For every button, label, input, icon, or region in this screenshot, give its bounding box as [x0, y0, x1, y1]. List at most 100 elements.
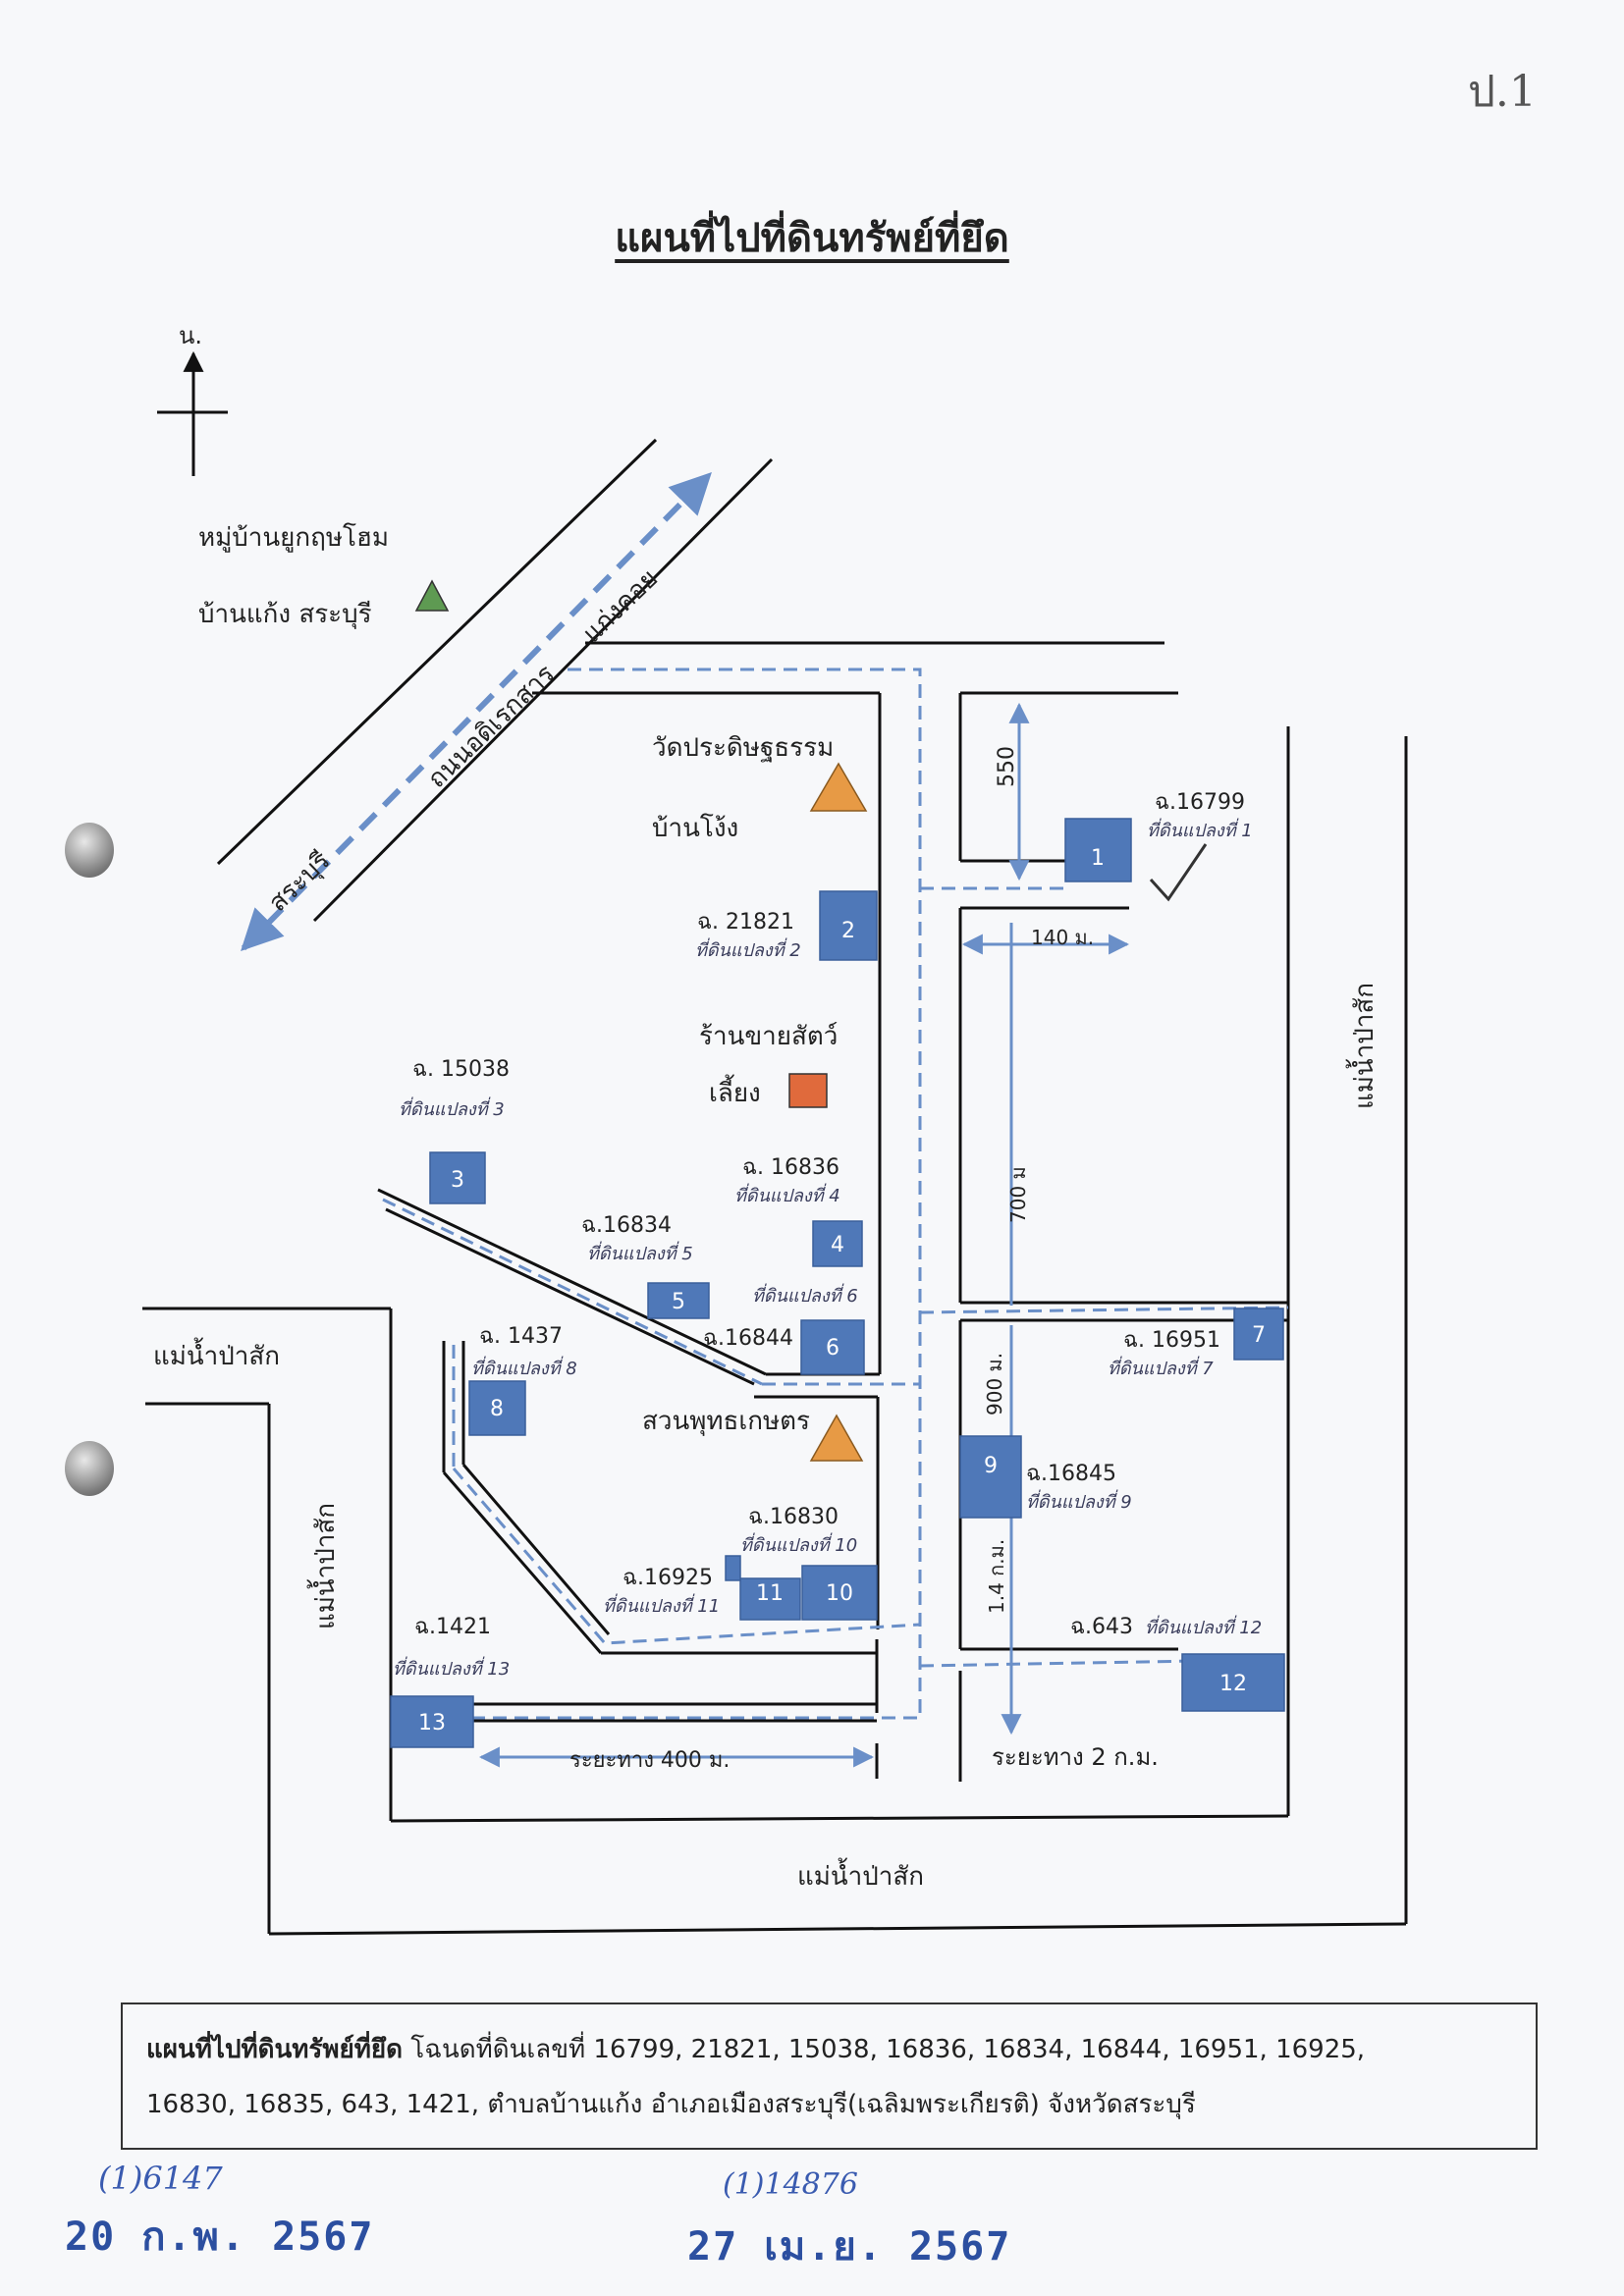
parcel-5-number: 5	[672, 1290, 685, 1314]
village-name: หมู่บ้านยูกฤษโฮม	[198, 522, 389, 553]
parcel-4-box	[812, 1220, 863, 1267]
page-title: แผนที่ไปที่ดินทรัพย์ที่ยึด	[615, 216, 1009, 261]
village-district: บ้านแก้ง สระบุรี	[198, 600, 372, 629]
road-lines	[142, 641, 1408, 1936]
measurement-arrows	[478, 702, 1130, 1768]
parcel-11-deed: ฉ.16925	[623, 1566, 713, 1590]
access-routes	[382, 667, 1289, 1720]
road-name-label: ถนนอดิเรกสาร	[422, 660, 561, 794]
river-label-left-vertical: แม่น้ำป่าสัก	[306, 1503, 341, 1629]
parcel-6-deed: ฉ.16844	[703, 1326, 793, 1351]
distance-550: 550	[995, 746, 1019, 787]
parcel-9-deed: ฉ.16845	[1026, 1462, 1116, 1486]
parcel-1-number: 1	[1091, 846, 1105, 871]
parcel-11-number: 11	[756, 1581, 784, 1606]
river-label-right: แม่น้ำป่าสัก	[1345, 983, 1380, 1109]
parcel-4-number: 4	[831, 1233, 844, 1257]
parcel-12-plot: ที่ดินแปลงที่ 12	[1145, 1615, 1262, 1638]
parcel-11-tab	[725, 1555, 741, 1581]
pet-shop-landmark-icon	[788, 1073, 828, 1108]
parcel-11-plot: ที่ดินแปลงที่ 11	[603, 1593, 720, 1617]
check-mark-icon	[1149, 843, 1208, 902]
parcel-3-deed: ฉ. 15038	[412, 1057, 510, 1082]
date-stamp-1: 20 ก.พ. 2567	[65, 2215, 375, 2260]
parcel-13-number: 13	[418, 1711, 446, 1735]
parcel-3-number: 3	[451, 1168, 464, 1193]
parcel-7-deed: ฉ. 16951	[1123, 1328, 1220, 1353]
river-label-bottom: แม่น้ำป่าสัก	[797, 1857, 924, 1892]
parcel-markers	[390, 818, 1285, 1748]
parcel-9-box	[959, 1435, 1022, 1519]
parcel-3-box	[429, 1151, 486, 1204]
parcel-13-deed: ฉ.1421	[414, 1615, 491, 1639]
pet-shop-label-line1: ร้านขายสัตว์	[699, 1022, 838, 1051]
parcel-9-plot: ที่ดินแปลงที่ 9	[1026, 1489, 1132, 1513]
parcel-13-box	[390, 1695, 474, 1748]
parcel-10-deed: ฉ.16830	[748, 1505, 839, 1529]
parcel-12-box	[1181, 1653, 1285, 1712]
distance-2km: ระยะทาง 2 ก.ม.	[992, 1743, 1159, 1771]
parcel-9-number: 9	[984, 1454, 998, 1478]
distance-700: 700 ม	[1006, 1166, 1030, 1223]
caption-title: แผนที่ไปที่ดินทรัพย์ที่ยึด	[146, 2035, 404, 2064]
parcel-8-deed: ฉ. 1437	[479, 1324, 563, 1349]
parcel-8-number: 8	[490, 1397, 504, 1421]
north-arrow	[157, 350, 228, 476]
parcel-7-box	[1233, 1308, 1284, 1361]
distance-900: 900 ม.	[983, 1353, 1006, 1415]
road-saraburi-label: สระบุรี	[263, 846, 336, 918]
punch-hole-top	[65, 823, 114, 878]
main-road-route	[241, 472, 712, 951]
garden-landmark-icon	[809, 1414, 864, 1462]
parcel-6-plot: ที่ดินแปลงที่ 6	[752, 1283, 858, 1307]
parcel-10-box	[801, 1565, 878, 1621]
garden-label: สวนพุทธเกษตร	[642, 1407, 810, 1436]
temple-label: วัดประดิษฐธรรม	[652, 733, 834, 763]
parcel-3-plot: ที่ดินแปลงที่ 3	[399, 1096, 505, 1120]
date-stamp-2: 27 เม.ย. 2567	[687, 2224, 1012, 2269]
parcel-7-number: 7	[1252, 1323, 1266, 1348]
parcel-5-deed: ฉ.16834	[581, 1213, 672, 1238]
parcel-8-box	[468, 1380, 526, 1436]
parcel-7-plot: ที่ดินแปลงที่ 7	[1108, 1356, 1214, 1379]
parcel-1-plot: ที่ดินแปลงที่ 1	[1147, 818, 1253, 841]
map-caption: แผนที่ไปที่ดินทรัพย์ที่ยึด โฉนดที่ดินเลข…	[121, 2002, 1538, 2150]
parcel-2-plot: ที่ดินแปลงที่ 2	[695, 937, 801, 961]
parcel-6-box	[800, 1319, 865, 1375]
parcel-6-number: 6	[826, 1336, 839, 1361]
parcel-10-plot: ที่ดินแปลงที่ 10	[740, 1532, 857, 1556]
main-road	[216, 438, 774, 923]
corner-mark: ป.1	[1468, 67, 1537, 117]
parcel-5-box	[647, 1282, 710, 1319]
parcel-12-deed: ฉ.643	[1070, 1615, 1133, 1639]
handwritten-ref-2: (1)14876	[723, 2167, 858, 2202]
handwritten-ref-1: (1)6147	[98, 2160, 223, 2197]
parcel-4-deed: ฉ. 16836	[742, 1155, 839, 1180]
parcel-10-number: 10	[826, 1581, 853, 1606]
caption-line2: 16830, 16835, 643, 1421, ตำบลบ้านแก้ง อำ…	[146, 2090, 1196, 2119]
parcel-1-box	[1064, 818, 1132, 882]
parcel-2-box	[819, 890, 878, 961]
parcel-4-plot: ที่ดินแปลงที่ 4	[734, 1183, 840, 1206]
river-label-left: แม่น้ำป่าสัก	[153, 1337, 280, 1371]
north-label: น.	[179, 322, 202, 349]
parcel-11-box	[739, 1577, 801, 1621]
caption-line1: โฉนดที่ดินเลขที่ 16799, 21821, 15038, 16…	[410, 2035, 1366, 2064]
parcel-1-deed: ฉ.16799	[1155, 790, 1245, 815]
village-landmark-icon	[414, 579, 450, 612]
distance-1-4km: 1.4 ก.ม.	[985, 1539, 1008, 1614]
parcel-12-number: 12	[1219, 1672, 1247, 1696]
parcel-8-plot: ที่ดินแปลงที่ 8	[471, 1356, 577, 1379]
parcel-5-plot: ที่ดินแปลงที่ 5	[587, 1241, 693, 1264]
parcel-2-deed: ฉ. 21821	[697, 910, 794, 934]
punch-hole-bottom	[65, 1441, 114, 1496]
parcel-2-number: 2	[841, 919, 855, 943]
ban-ngong-label: บ้านโง้ง	[652, 813, 738, 843]
pet-shop-label-line2: เลี้ยง	[709, 1074, 761, 1108]
distance-140: 140 ม.	[1031, 926, 1094, 949]
distance-400: ระยะทาง 400 ม.	[569, 1748, 730, 1773]
road-kaeng-khoi-label: แก่งคอย	[577, 564, 664, 649]
temple-landmark-icon	[809, 762, 868, 812]
parcel-13-plot: ที่ดินแปลงที่ 13	[393, 1656, 510, 1680]
